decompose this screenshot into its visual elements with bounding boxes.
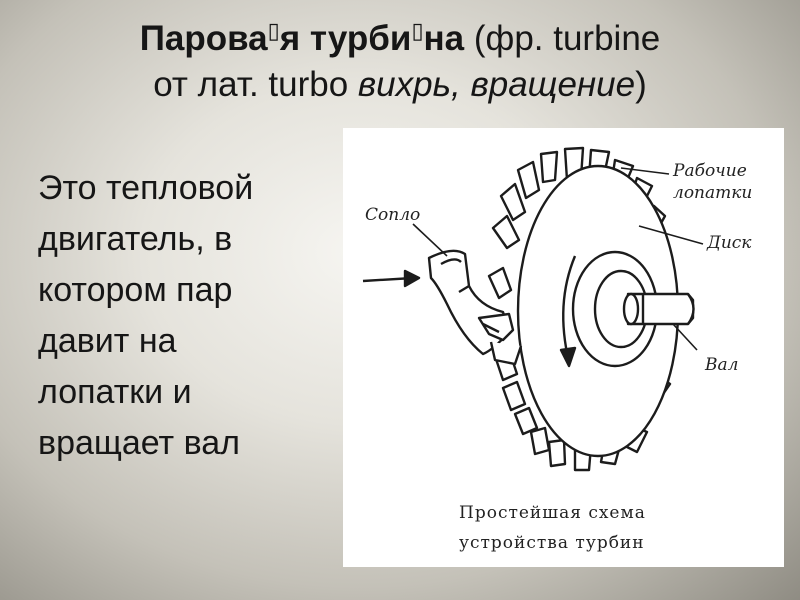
caption-line-1: Простейшая схема — [459, 503, 646, 523]
turbine-diagram-svg: Сопло Рабочие лопатки Диск Вал Простейша… — [362, 146, 752, 553]
label-shaft: Вал — [704, 355, 738, 375]
label-nozzle: Сопло — [365, 205, 420, 225]
unknown-glyph-1: ▯ — [267, 18, 280, 43]
steam-nozzle — [427, 249, 523, 366]
title-meaning: вихрь, вращение — [357, 65, 636, 104]
slide-title: Парова▯я турби▯на (фр. turbine от лат. t… — [0, 8, 800, 108]
definition-line: вращает вал — [38, 424, 240, 462]
label-blades-line2: лопатки — [673, 183, 752, 203]
rotation-arrow-icon — [559, 255, 577, 368]
title-bold-part-c: на — [423, 19, 465, 58]
title-origin-prefix: от лат. turbo — [153, 65, 358, 104]
label-disk: Диск — [706, 233, 752, 253]
title-line-2: от лат. turbo вихрь, вращение) — [0, 62, 800, 108]
definition-line: давит на — [38, 322, 177, 360]
turbine-shaft — [622, 292, 695, 326]
turbine-diagram: Сопло Рабочие лопатки Диск Вал Простейша… — [343, 128, 784, 567]
title-bold-part-b: я турби — [279, 19, 412, 58]
caption-line-2: устройства турбин — [459, 533, 645, 553]
steam-flow-arrow-icon — [362, 269, 421, 288]
definition-line: котором пар — [38, 271, 233, 309]
leader-lines — [412, 167, 704, 351]
title-line-1: Парова▯я турби▯на (фр. turbine — [0, 8, 800, 62]
title-etymology: (фр. turbine — [464, 19, 661, 58]
title-bold-part-a: Парова — [139, 19, 268, 58]
definition-line: двигатель, в — [38, 220, 233, 258]
title-close-paren: ) — [635, 65, 647, 104]
definition-text: Это тепловой двигатель, в котором пар да… — [38, 163, 338, 469]
unknown-glyph-2: ▯ — [411, 18, 424, 43]
definition-line: Это тепловой — [38, 169, 254, 207]
definition-line: лопатки и — [38, 373, 192, 411]
label-blades-line1: Рабочие — [672, 161, 747, 181]
